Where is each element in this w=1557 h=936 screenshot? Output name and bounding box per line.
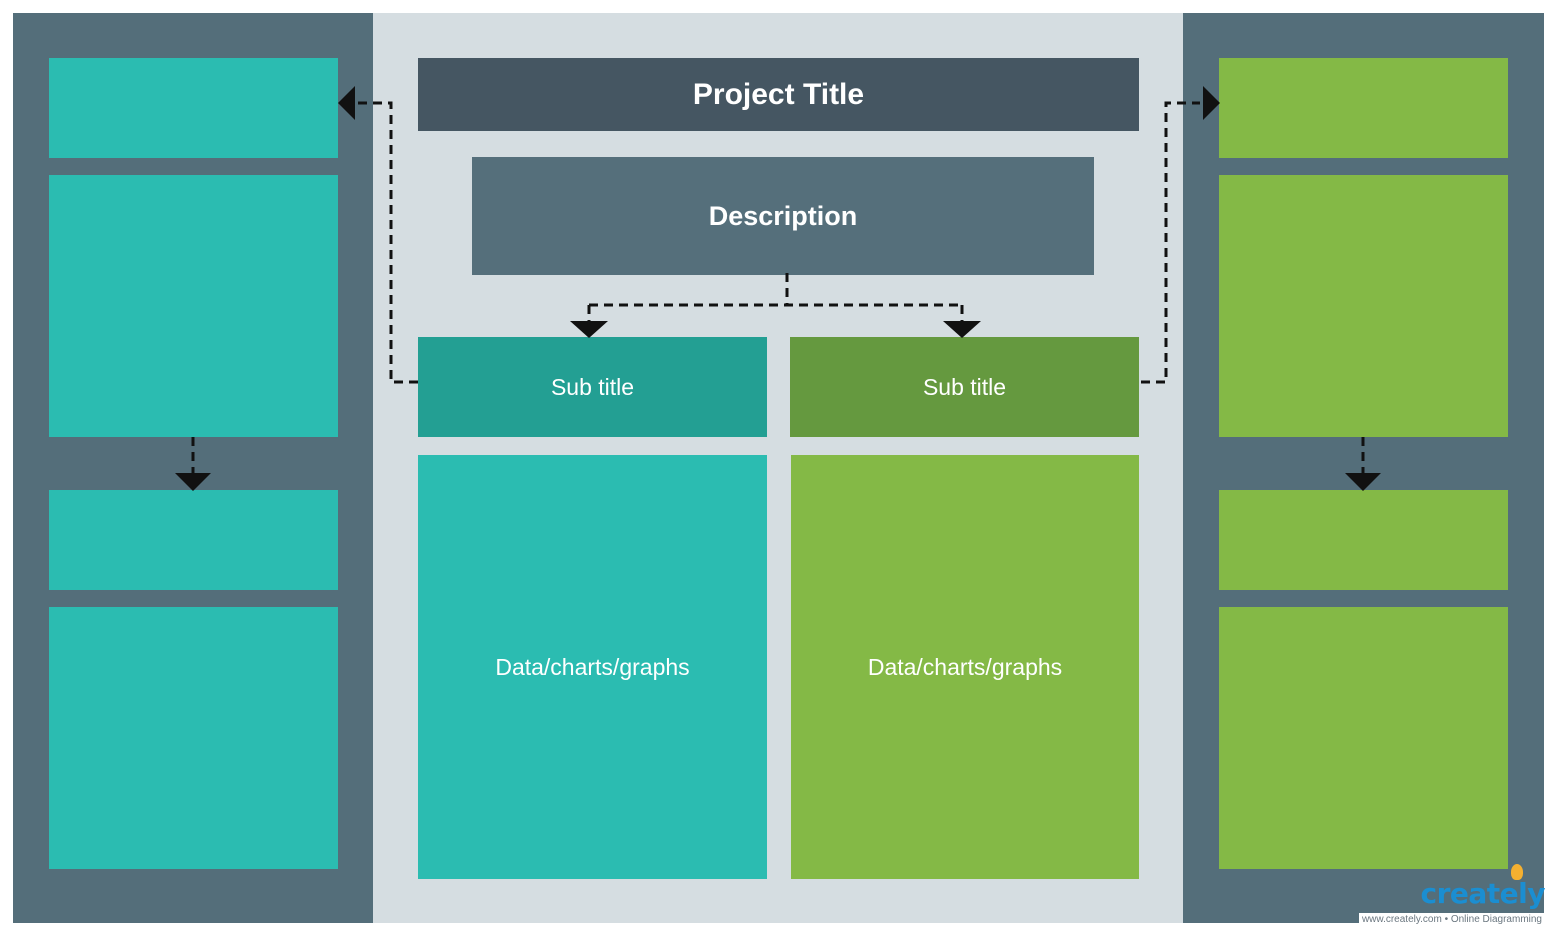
arrowhead-right-panel: [1203, 86, 1220, 120]
description-box: Description: [472, 157, 1094, 275]
left-block-1: [49, 58, 338, 158]
project-title-box: Project Title: [418, 58, 1139, 131]
connector-description-split: [587, 273, 964, 322]
left-block-3: [49, 490, 338, 590]
right-block-4: [1219, 607, 1508, 869]
right-block-3: [1219, 490, 1508, 590]
logo-tagline: www.creately.com • Online Diagramming: [1358, 913, 1545, 926]
subtitle-box-left: Sub title: [418, 337, 767, 437]
project-title: Project Title: [692, 77, 865, 111]
creately-logo: creately www.creately.com • Online Diagr…: [1345, 856, 1545, 926]
data-box-left: Data/charts/graphs: [418, 455, 767, 879]
right-block-2: [1219, 175, 1508, 437]
logo-wordmark: creately: [1420, 877, 1545, 910]
arrowhead-sub-right: [943, 321, 981, 338]
arrowhead-right-down: [1345, 473, 1381, 491]
connector-right-loop: [1141, 101, 1200, 384]
arrowhead-left-panel: [338, 86, 355, 120]
subtitle-box-right: Sub title: [790, 337, 1139, 437]
arrowhead-sub-left: [570, 321, 608, 338]
data-right-label: Data/charts/graphs: [867, 653, 1063, 680]
data-box-right: Data/charts/graphs: [791, 455, 1139, 879]
connector-left-loop: [357, 101, 418, 384]
arrowhead-left-down: [175, 473, 211, 491]
data-left-label: Data/charts/graphs: [495, 653, 690, 680]
right-block-1: [1219, 58, 1508, 158]
left-block-4: [49, 607, 338, 869]
subtitle-right-label: Sub title: [922, 373, 1007, 400]
left-block-2: [49, 175, 338, 437]
description-label: Description: [708, 200, 858, 231]
lightbulb-icon: [1511, 864, 1523, 880]
subtitle-left-label: Sub title: [550, 373, 635, 400]
